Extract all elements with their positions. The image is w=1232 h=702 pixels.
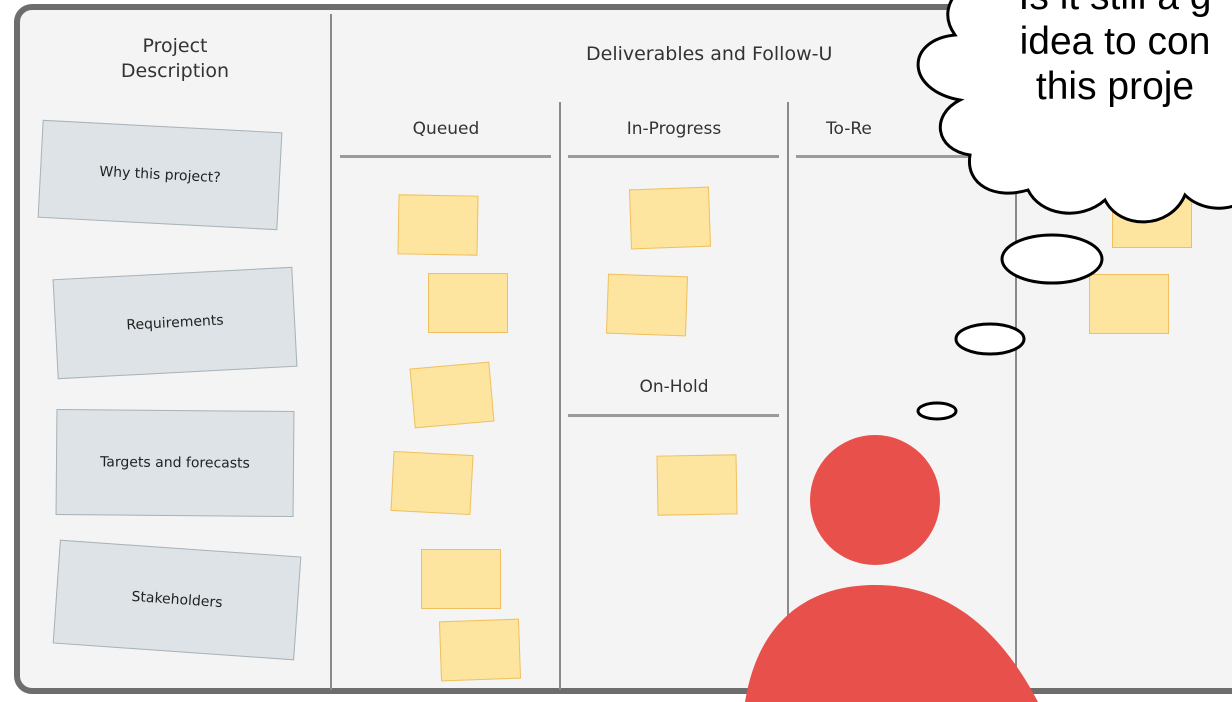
sticky-note[interactable] (656, 454, 738, 516)
column-to-review-label: To-Re (826, 119, 872, 139)
sticky-note[interactable] (390, 450, 474, 516)
divider-in-progress (787, 102, 789, 690)
card-requirements-label: Requirements (125, 312, 225, 334)
divider-description (330, 14, 332, 690)
underline-queued (340, 155, 551, 158)
underline-in-progress (568, 155, 779, 158)
thought-dot-medium (954, 322, 1026, 356)
sticky-note[interactable] (409, 361, 495, 429)
thought-cloud (916, 0, 1232, 224)
sticky-note[interactable] (421, 549, 501, 609)
thought-text: Is it still a g idea to con this proje (1019, 0, 1212, 108)
sticky-note[interactable] (605, 273, 689, 337)
sticky-note[interactable] (397, 194, 479, 256)
sticky-note[interactable] (428, 273, 508, 333)
thought-dot-small (916, 401, 958, 421)
card-stakeholders-label: Stakeholders (131, 588, 223, 612)
person-icon (745, 435, 1038, 702)
person-body (745, 585, 1038, 702)
column-on-hold-label: On-Hold (639, 377, 709, 397)
description-heading: Project Description (120, 35, 230, 82)
sticky-note[interactable] (628, 186, 712, 250)
column-in-progress-label: In-Progress (626, 119, 722, 139)
card-requirements[interactable]: Requirements (52, 266, 298, 380)
card-why-label: Why this project? (98, 163, 222, 187)
person-head (810, 435, 940, 565)
column-queued-label: Queued (412, 119, 480, 139)
sticky-note[interactable] (438, 618, 522, 682)
thought-dot-large (1000, 233, 1104, 285)
divider-to-review (1015, 102, 1017, 690)
deliverables-heading: Deliverables and Follow-U (586, 43, 833, 65)
card-why-this-project[interactable]: Why this project? (37, 119, 283, 231)
sticky-note[interactable] (1089, 274, 1169, 334)
card-targets-label: Targets and forecasts (100, 454, 250, 472)
thought-bubble-icon (916, 0, 1232, 421)
underline-on-hold (568, 414, 779, 417)
underline-to-review (796, 155, 1007, 158)
card-stakeholders[interactable]: Stakeholders (52, 539, 302, 661)
card-targets-forecasts[interactable]: Targets and forecasts (55, 408, 295, 518)
divider-queued (559, 102, 561, 690)
